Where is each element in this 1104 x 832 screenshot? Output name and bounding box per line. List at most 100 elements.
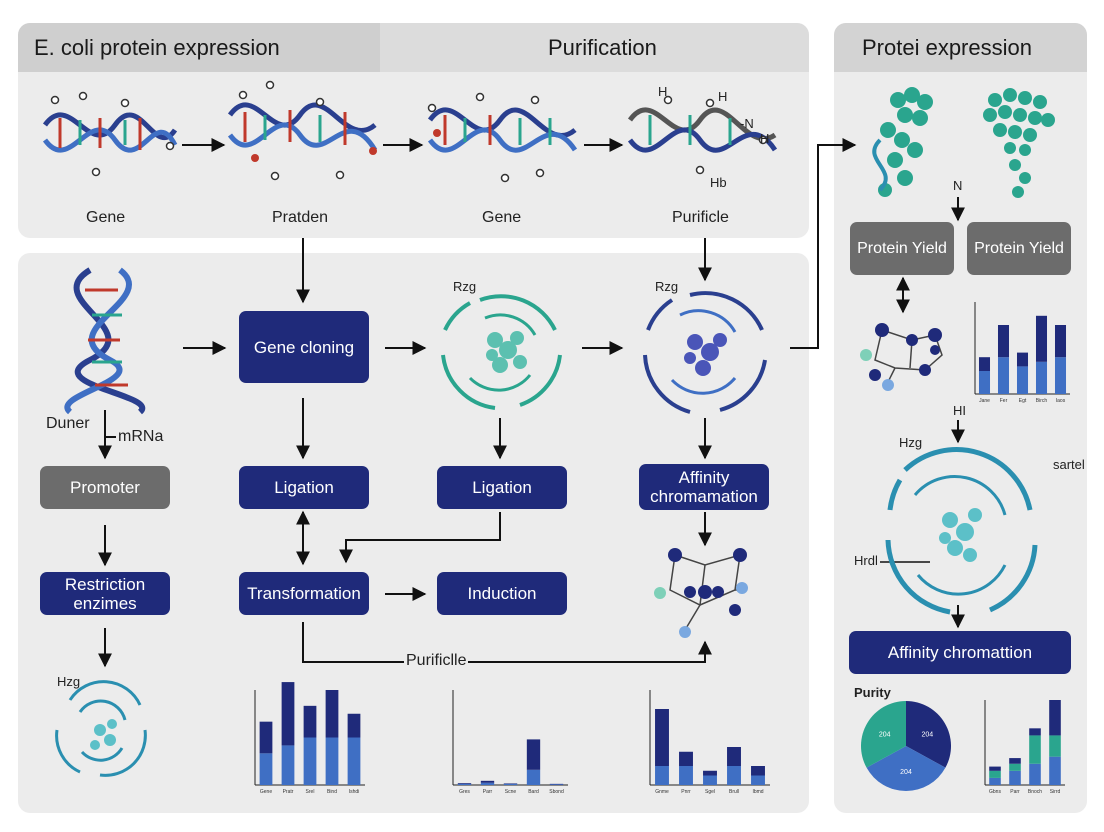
chart-bar <box>526 739 541 770</box>
protein-ring-icon <box>885 447 1038 615</box>
restriction-enzymes-box: Restriction enzimes <box>40 572 170 615</box>
header-middle: Purification <box>548 34 657 60</box>
chart-tick-label: Sbond <box>549 789 564 795</box>
chart-bar <box>1035 361 1048 394</box>
chart-bar <box>1054 325 1067 358</box>
chart-bar <box>989 766 1001 771</box>
label-sartel: sartel <box>1053 457 1085 472</box>
chart-bar <box>480 780 495 783</box>
chart-bar <box>1029 735 1041 764</box>
pie-label: 204 <box>921 731 933 738</box>
chart-bar <box>978 371 991 394</box>
annot-h3: H <box>760 131 770 146</box>
header-right-bg <box>834 23 1087 72</box>
mrna-tick <box>106 436 116 438</box>
label-hi: HI <box>953 403 966 418</box>
chart-tick-label: Sirrd <box>1050 789 1061 795</box>
protein-blob-icon <box>90 719 117 750</box>
ligation-box-1: Ligation <box>239 466 369 509</box>
chart-bar <box>727 747 741 766</box>
chart-bar <box>1049 700 1061 736</box>
protein-yield-box-2: Protein Yield <box>967 222 1071 275</box>
label-rzg-2: Rzg <box>655 279 679 294</box>
chart-tick-label: Bnoch <box>1028 789 1042 795</box>
label-hrdl: Hrdl <box>854 553 878 568</box>
chart-bar <box>1035 315 1048 362</box>
chart-bar <box>325 690 339 738</box>
chart-bar <box>281 745 295 785</box>
chart-tick-label: Ishdi <box>349 789 360 795</box>
header-right: Protei expression <box>862 34 1032 60</box>
dna-helix-icon <box>42 112 178 153</box>
chart-bar <box>703 770 717 776</box>
dna-helix-icon <box>227 102 378 152</box>
chart-bar <box>1009 758 1021 764</box>
chart-bar <box>549 783 564 785</box>
top-label-gene-2: Gene <box>482 209 522 226</box>
header-left: E. coli protein expression <box>34 34 280 60</box>
chart-tick-label: Gres <box>459 789 470 795</box>
chart-bar <box>325 737 339 785</box>
chart-bar <box>989 770 1001 778</box>
chart-bar <box>526 769 541 785</box>
molecule-network-icon <box>654 548 748 638</box>
chart-bar <box>281 682 295 746</box>
protein-ring-icon <box>441 294 562 410</box>
pie-slice <box>906 701 951 768</box>
chart-bar <box>303 705 317 738</box>
protein-cluster-icon <box>983 88 1055 198</box>
dna-helix-icon <box>427 107 578 153</box>
chart-bar <box>679 751 693 766</box>
chart-tick-label: Pratr <box>283 789 294 795</box>
chart-tick-label: Egt <box>1019 398 1027 404</box>
chart-bar <box>727 766 741 785</box>
chart-bar <box>503 783 518 785</box>
chart-bar <box>997 325 1010 358</box>
chart-bar <box>503 783 518 784</box>
promoter-box: Promoter <box>40 466 170 509</box>
header-left-bg <box>18 23 380 72</box>
chart-bar <box>1029 728 1041 736</box>
chart-tick-label: Brull <box>729 789 739 795</box>
chart-bar <box>1009 770 1021 785</box>
chart-tick-label: Birch <box>1036 398 1048 404</box>
annot-hb: Hb <box>710 175 727 190</box>
top-label-pratden: Pratden <box>272 209 329 226</box>
chart-bar <box>549 784 564 785</box>
chart-bar <box>1049 735 1061 757</box>
protein-cluster-icon <box>878 87 933 197</box>
flow-arrows <box>98 138 965 668</box>
protein-ring-icon <box>643 291 767 414</box>
chart-bar <box>997 357 1010 394</box>
affinity-chromattion-box: Affinity chromattion <box>849 631 1071 674</box>
label-purificlle: Purificlle <box>404 652 469 670</box>
protein-blob-icon <box>939 508 982 562</box>
pie-slice <box>866 746 946 791</box>
chart-tick-label: Bind <box>327 789 337 795</box>
chart-bar <box>457 783 472 785</box>
chart-bar <box>480 782 495 785</box>
protein-yield-box-1: Protein Yield <box>850 222 954 275</box>
atom-dots <box>50 80 768 183</box>
chart-bar <box>655 709 669 766</box>
transformation-box: Transformation <box>239 572 369 615</box>
label-duner: Duner <box>46 415 90 432</box>
label-mrna: mRNa <box>118 428 164 445</box>
annot-n: -N <box>740 116 754 131</box>
chart-tick-label: Gnme <box>655 789 669 795</box>
chart-tick-label: Parr <box>483 789 493 795</box>
chart-tick-label: Scne <box>505 789 517 795</box>
chart-bar <box>259 753 273 785</box>
chart-bar <box>751 775 765 785</box>
chart-tick-label: Iaos <box>1056 398 1066 404</box>
gene-cloning-box: Gene cloning <box>239 311 369 383</box>
annot-h1: H <box>658 84 668 99</box>
chart-tick-label: Srel <box>306 789 315 795</box>
chart-bar <box>751 766 765 776</box>
chart-bar <box>655 766 669 785</box>
chart-tick-label: Sgel <box>705 789 715 795</box>
chart-bar <box>989 777 1001 785</box>
chart-bar <box>347 737 361 785</box>
chart-bar <box>347 713 361 738</box>
